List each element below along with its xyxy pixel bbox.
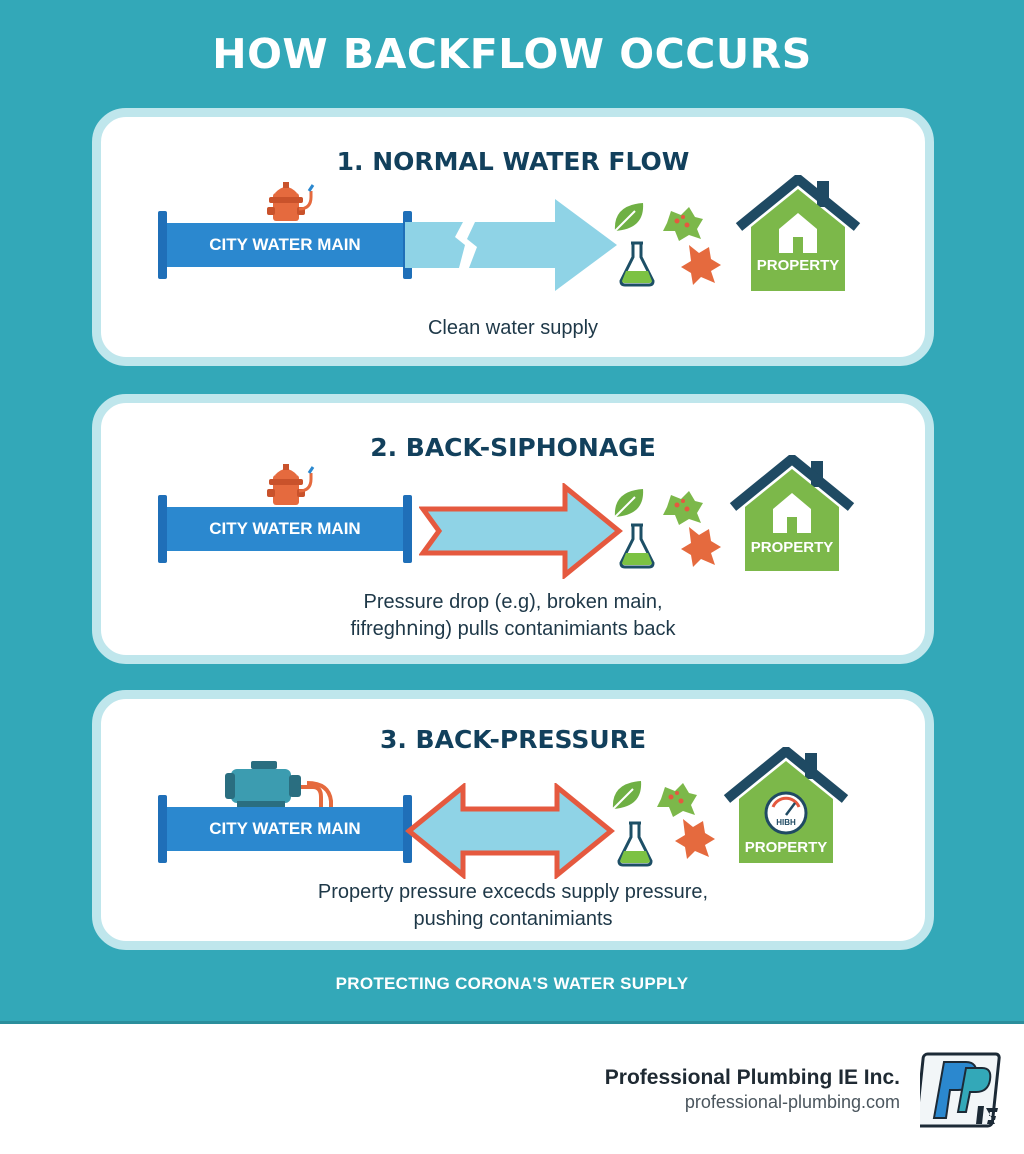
fire-hydrant-icon: [267, 464, 315, 505]
panel-caption: Clean water supply: [427, 317, 599, 339]
house-icon: [729, 455, 855, 571]
city-water-main-pipe: CITY WATER MAIN: [158, 795, 412, 863]
bacteria-icon: [675, 819, 715, 859]
leaf-icon: [614, 203, 644, 232]
pressure-gauge-label: HIBH: [776, 818, 796, 827]
leaf-icon: [614, 489, 644, 518]
company-name: Professional Plumbing IE Inc.: [604, 1066, 900, 1089]
flask-icon: [617, 821, 653, 867]
company-website[interactable]: professional-plumbing.com: [684, 1092, 900, 1112]
panel-title: 2. BACK-SIPHONAGE: [370, 433, 656, 462]
pipe-label: CITY WATER MAIN: [209, 519, 361, 538]
flow-arrow-right: [405, 199, 617, 291]
page-title: HOW BACKFLOW OCCURS: [212, 30, 812, 78]
flask-icon: [619, 523, 655, 569]
panel-normal-flow: 1. NORMAL WATER FLOW CITY WATER MAIN: [92, 108, 934, 366]
pipe-label: CITY WATER MAIN: [209, 235, 361, 254]
panel-caption: Pressure drop (e.g), broken main, fifreg…: [350, 591, 676, 640]
bacteria-icon: [663, 491, 703, 525]
flask-icon: [619, 241, 655, 287]
panel-caption: Property pressure excecds supply pressur…: [317, 881, 709, 930]
bacteria-icon: [681, 527, 721, 567]
house-label: PROPERTY: [756, 257, 840, 274]
bacteria-icon: [663, 207, 703, 241]
house-icon: [723, 747, 849, 863]
leaf-icon: [612, 781, 642, 810]
pipe-label: CITY WATER MAIN: [209, 819, 361, 838]
flow-arrow-right: [419, 483, 623, 579]
house-label: PROPERTY: [750, 539, 834, 556]
panel-title: 1. NORMAL WATER FLOW: [336, 147, 690, 176]
city-water-main-pipe: CITY WATER MAIN: [158, 495, 412, 563]
panel-back-siphonage: 2. BACK-SIPHONAGE CITY WATER MAIN: [92, 394, 934, 664]
double-arrow: [405, 783, 615, 879]
panel-title: 3. BACK-PRESSURE: [379, 725, 647, 754]
city-water-main-pipe: CITY WATER MAIN: [158, 211, 412, 279]
pump-icon: [225, 761, 333, 809]
panel-back-pressure: 3. BACK-PRESSURE CITY WATER MAIN: [92, 690, 934, 950]
fire-hydrant-icon: [267, 182, 315, 221]
company-logo: [920, 1052, 1001, 1128]
bacteria-icon: [657, 783, 697, 817]
house-label: PROPERTY: [744, 839, 828, 856]
footer-tagline: PROTECTING CORONA'S WATER SUPPLY: [335, 974, 689, 993]
house-icon: [735, 175, 861, 291]
bacteria-icon: [681, 245, 721, 285]
